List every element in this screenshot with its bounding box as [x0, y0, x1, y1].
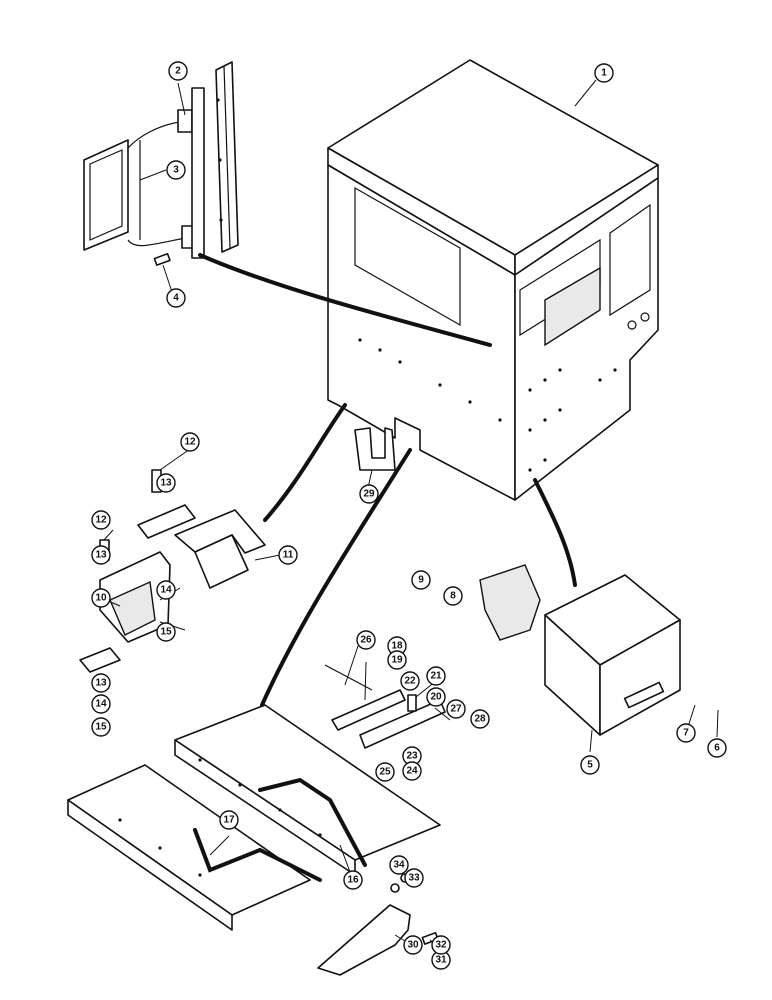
strap-assembly — [324, 664, 446, 780]
callout-number: 13 — [95, 550, 107, 561]
callout-number: 27 — [450, 704, 462, 715]
callout-number: 13 — [95, 678, 107, 689]
callout-32: 32 — [431, 935, 451, 955]
hinge-assembly — [317, 873, 439, 976]
callout-10: 10 — [91, 588, 111, 608]
callout-12: 12 — [91, 510, 111, 530]
callout-14: 14 — [91, 694, 111, 714]
callout-number: 32 — [435, 940, 447, 951]
callout-34: 34 — [389, 855, 409, 875]
callout-number: 4 — [173, 293, 179, 304]
mirror-assembly — [83, 61, 239, 266]
callout-number: 16 — [347, 875, 359, 886]
callout-number: 28 — [474, 714, 486, 725]
callout-14: 14 — [156, 580, 176, 600]
callout-number: 21 — [430, 671, 442, 682]
callout-33: 33 — [404, 868, 424, 888]
callout-26: 26 — [356, 630, 376, 650]
callout-7: 7 — [676, 723, 696, 743]
callout-number: 8 — [450, 591, 456, 602]
callout-13: 13 — [156, 473, 176, 493]
callout-28: 28 — [470, 709, 490, 729]
callout-1: 1 — [594, 63, 614, 83]
callout-21: 21 — [426, 666, 446, 686]
callout-number: 29 — [363, 489, 375, 500]
assembly-leads — [198, 253, 577, 707]
floor-plates — [67, 704, 441, 931]
callout-number: 14 — [160, 585, 172, 596]
callout-24: 24 — [402, 761, 422, 781]
callout-number: 26 — [360, 635, 372, 646]
callout-number: 15 — [95, 722, 107, 733]
callout-number: 30 — [407, 940, 419, 951]
callout-number: 6 — [714, 743, 720, 754]
callout-number: 2 — [175, 66, 181, 77]
callout-13: 13 — [91, 673, 111, 693]
callout-number: 1 — [601, 68, 607, 79]
callout-number: 13 — [160, 478, 172, 489]
callout-9: 9 — [411, 570, 431, 590]
callout-number: 23 — [406, 751, 418, 762]
callout-number: 17 — [223, 815, 235, 826]
callout-number: 14 — [95, 699, 107, 710]
callout-number: 10 — [95, 593, 107, 604]
callout-5: 5 — [580, 755, 600, 775]
callout-15: 15 — [91, 717, 111, 737]
battery-tray — [479, 564, 681, 736]
callout-number: 18 — [391, 641, 403, 652]
callout-number: 12 — [184, 437, 196, 448]
callout-number: 22 — [404, 676, 416, 687]
callout-number: 33 — [408, 873, 420, 884]
callout-number: 31 — [435, 955, 447, 966]
callout-22: 22 — [400, 671, 420, 691]
callout-4: 4 — [166, 288, 186, 308]
callout-number: 25 — [379, 767, 391, 778]
bracket-assembly — [79, 469, 266, 673]
callout-13: 13 — [91, 545, 111, 565]
callout-number: 24 — [406, 766, 418, 777]
callout-20: 20 — [426, 687, 446, 707]
callout-29: 29 — [359, 484, 379, 504]
callout-number: 7 — [683, 728, 689, 739]
callout-number: 15 — [160, 627, 172, 638]
callout-number: 5 — [587, 760, 593, 771]
bracket-29 — [354, 427, 396, 471]
callout-15: 15 — [156, 622, 176, 642]
callout-30: 30 — [403, 935, 423, 955]
callout-27: 27 — [446, 699, 466, 719]
callout-number: 12 — [95, 515, 107, 526]
callout-number: 11 — [283, 550, 294, 561]
callout-number: 20 — [430, 692, 442, 703]
callout-19: 19 — [387, 650, 407, 670]
callout-17: 17 — [219, 810, 239, 830]
cab-assembly — [327, 59, 659, 501]
callout-25: 25 — [375, 762, 395, 782]
callout-number: 9 — [418, 575, 424, 586]
callout-16: 16 — [343, 870, 363, 890]
callout-6: 6 — [707, 738, 727, 758]
callout-leaders — [100, 79, 719, 951]
callout-number: 3 — [173, 165, 179, 176]
callout-12: 12 — [180, 432, 200, 452]
callout-number: 34 — [393, 860, 405, 871]
callout-11: 11 — [278, 545, 298, 565]
callout-3: 3 — [166, 160, 186, 180]
callout-8: 8 — [443, 586, 463, 606]
callout-2: 2 — [168, 61, 188, 81]
callout-labels: 1234567891011121213131314141515161718192… — [91, 61, 727, 970]
callout-number: 19 — [391, 655, 403, 666]
